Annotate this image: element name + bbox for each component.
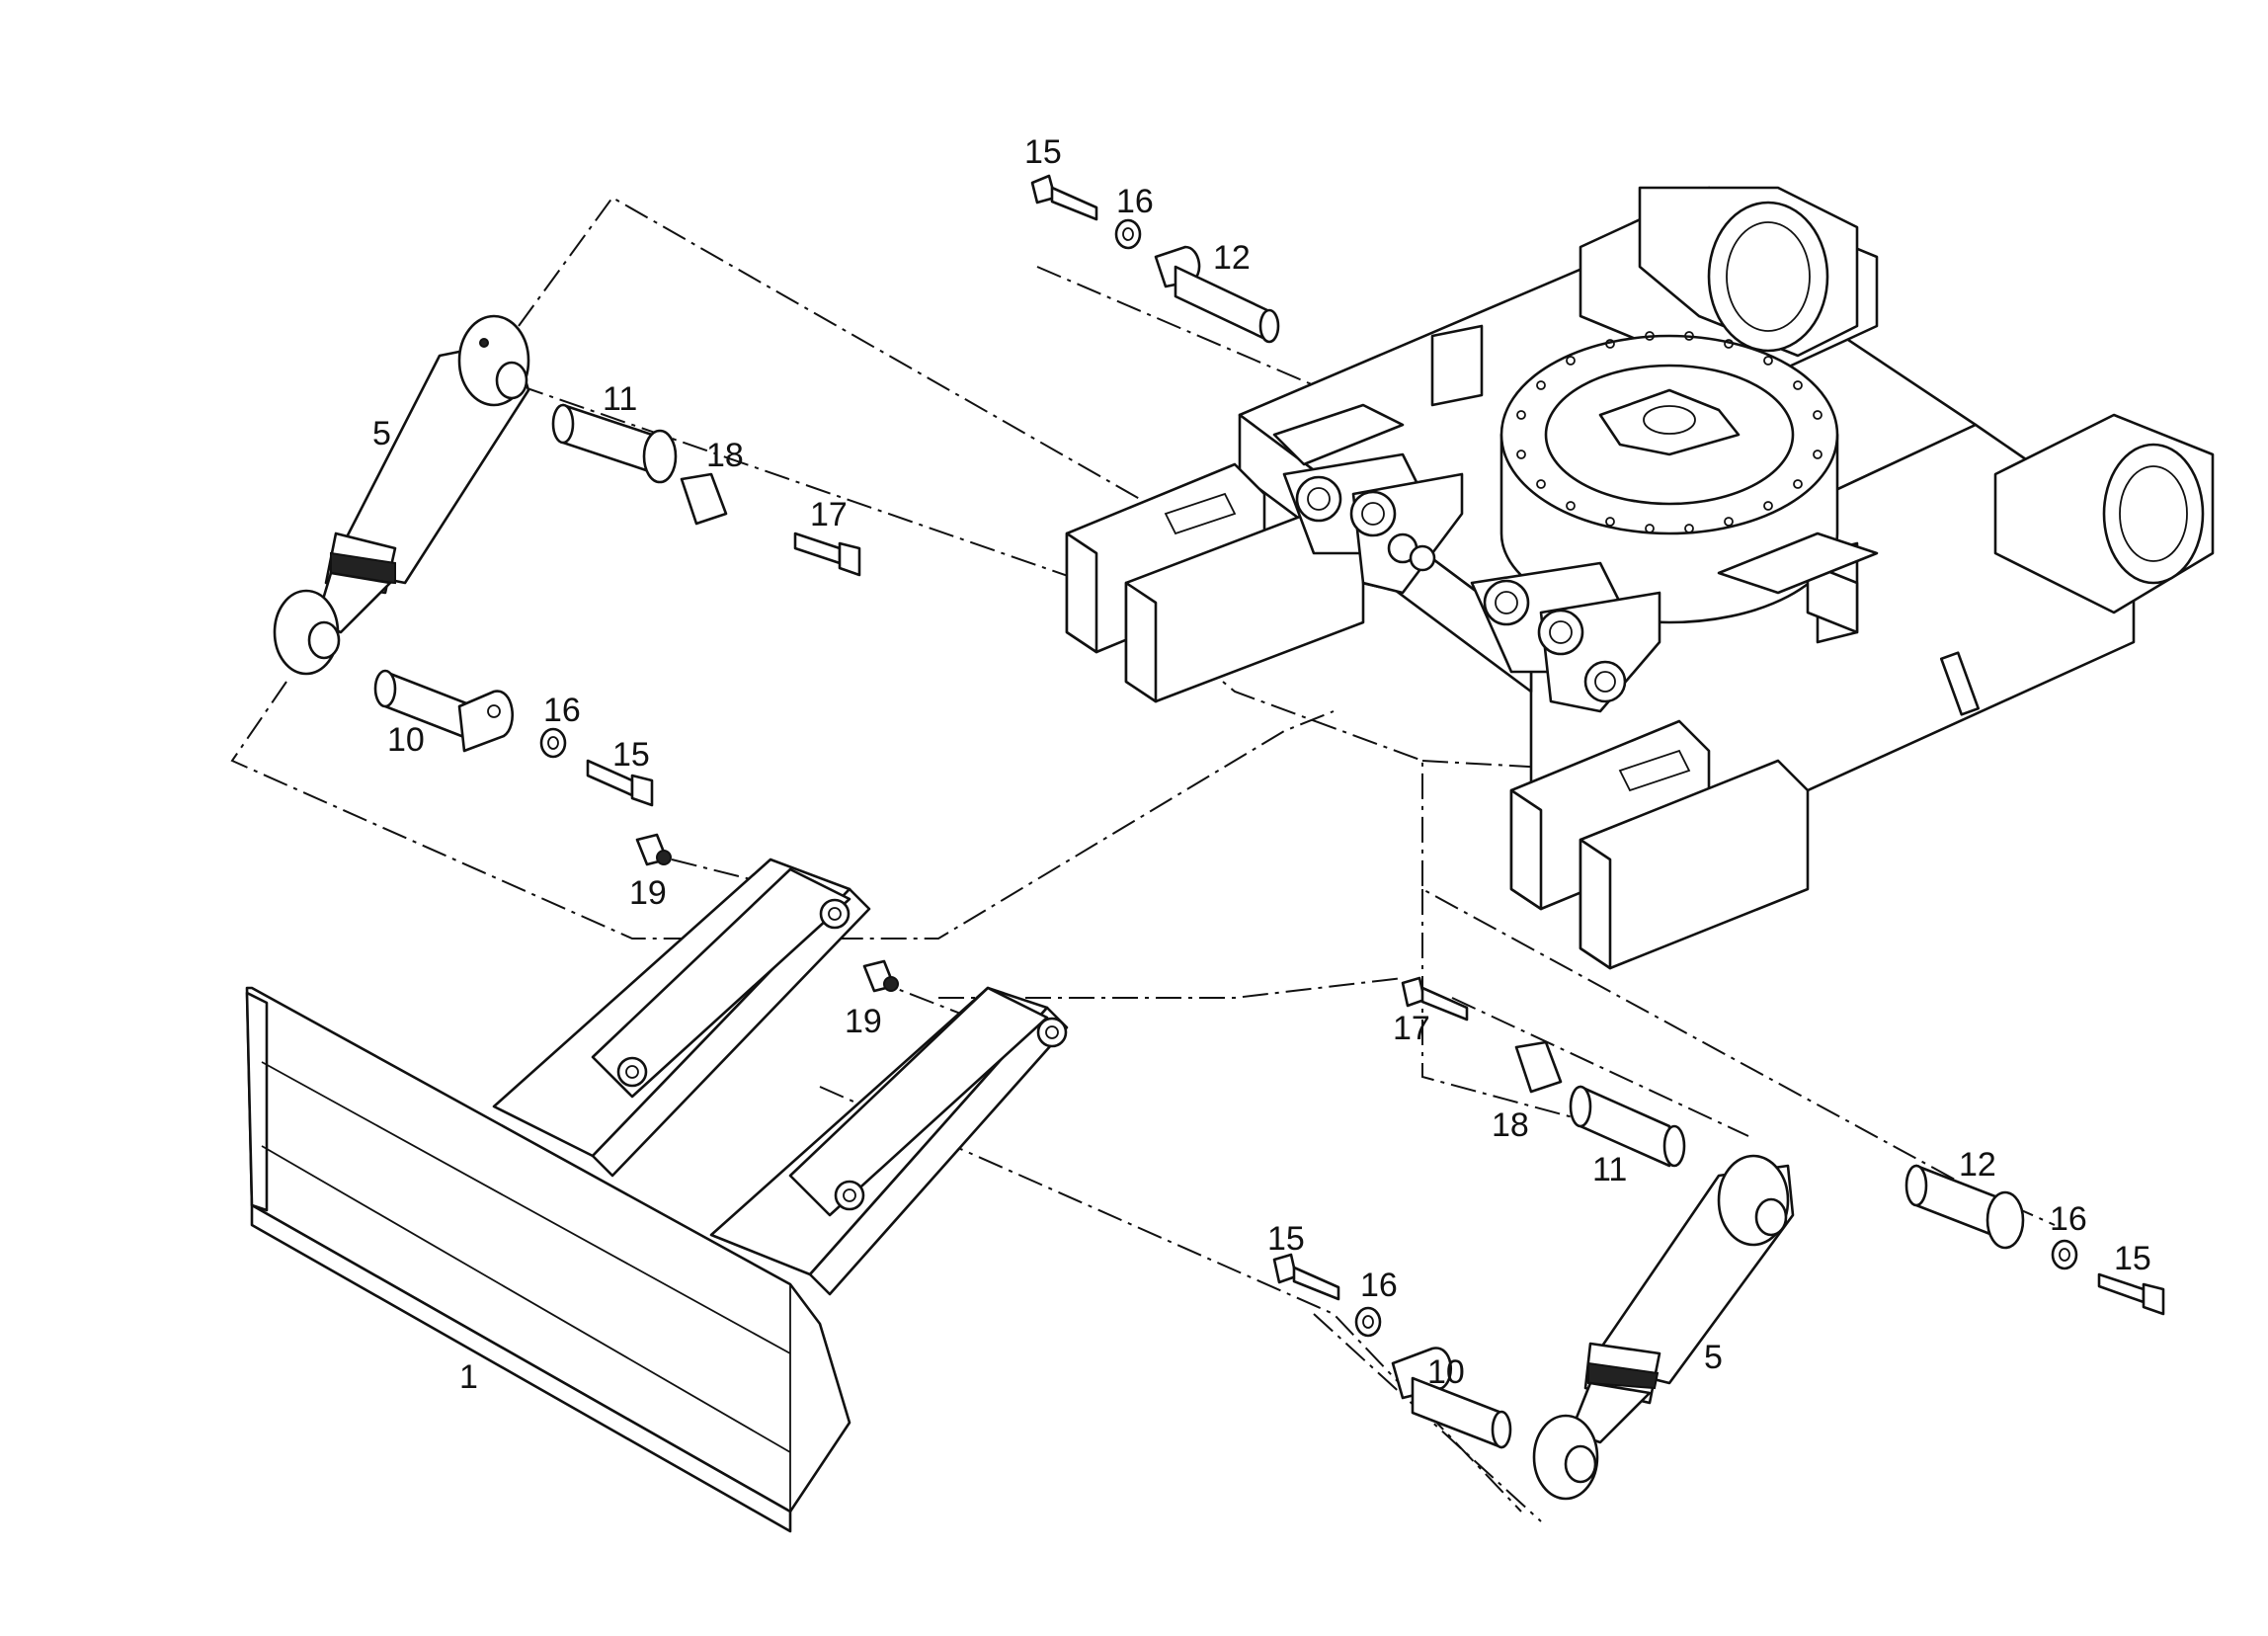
- label-bolt-17-left: 17: [810, 496, 848, 533]
- label-pin-10-right: 10: [1427, 1353, 1465, 1391]
- label-plate-18-left: 18: [706, 437, 744, 474]
- undercarriage-frame: [1065, 186, 2215, 970]
- label-plate-18-right: 18: [1492, 1106, 1529, 1144]
- ring-bolt-holes: [1516, 331, 1822, 533]
- label-washer-16-top: 16: [1116, 183, 1154, 220]
- label-pin-12-top: 12: [1213, 239, 1251, 277]
- label-blade: 1: [459, 1358, 478, 1396]
- label-bolt-15-lower: 15: [1267, 1220, 1305, 1258]
- label-pin-12-right: 12: [1959, 1146, 1996, 1184]
- label-cylinder-left: 5: [372, 415, 391, 452]
- label-nipple-19-right: 19: [845, 1003, 882, 1040]
- label-nipple-19-left: 19: [629, 874, 667, 912]
- hydraulic-cylinder-right: [1532, 1154, 1795, 1501]
- label-bolt-17-right: 17: [1393, 1010, 1430, 1047]
- label-bolt-15-left: 15: [612, 736, 650, 774]
- label-bolt-15-right: 15: [2114, 1240, 2151, 1277]
- label-cylinder-right: 5: [1704, 1339, 1723, 1376]
- label-pin-11-right: 11: [1592, 1151, 1627, 1188]
- label-bolt-15-top: 15: [1024, 133, 1062, 171]
- part-labels: 1 5 5 10 10 11 11 12 12 15 15 15 15 16 1…: [372, 133, 2151, 1396]
- dozer-blade-assembly: [245, 858, 1069, 1533]
- label-pin-11-left: 11: [603, 380, 637, 418]
- hydraulic-cylinder-left: [273, 314, 530, 676]
- label-washer-16-lower: 16: [1360, 1267, 1398, 1304]
- label-pin-10-left: 10: [387, 721, 425, 759]
- label-washer-16-left: 16: [543, 692, 581, 729]
- fasteners: [373, 174, 2165, 1449]
- label-washer-16-right: 16: [2050, 1200, 2087, 1238]
